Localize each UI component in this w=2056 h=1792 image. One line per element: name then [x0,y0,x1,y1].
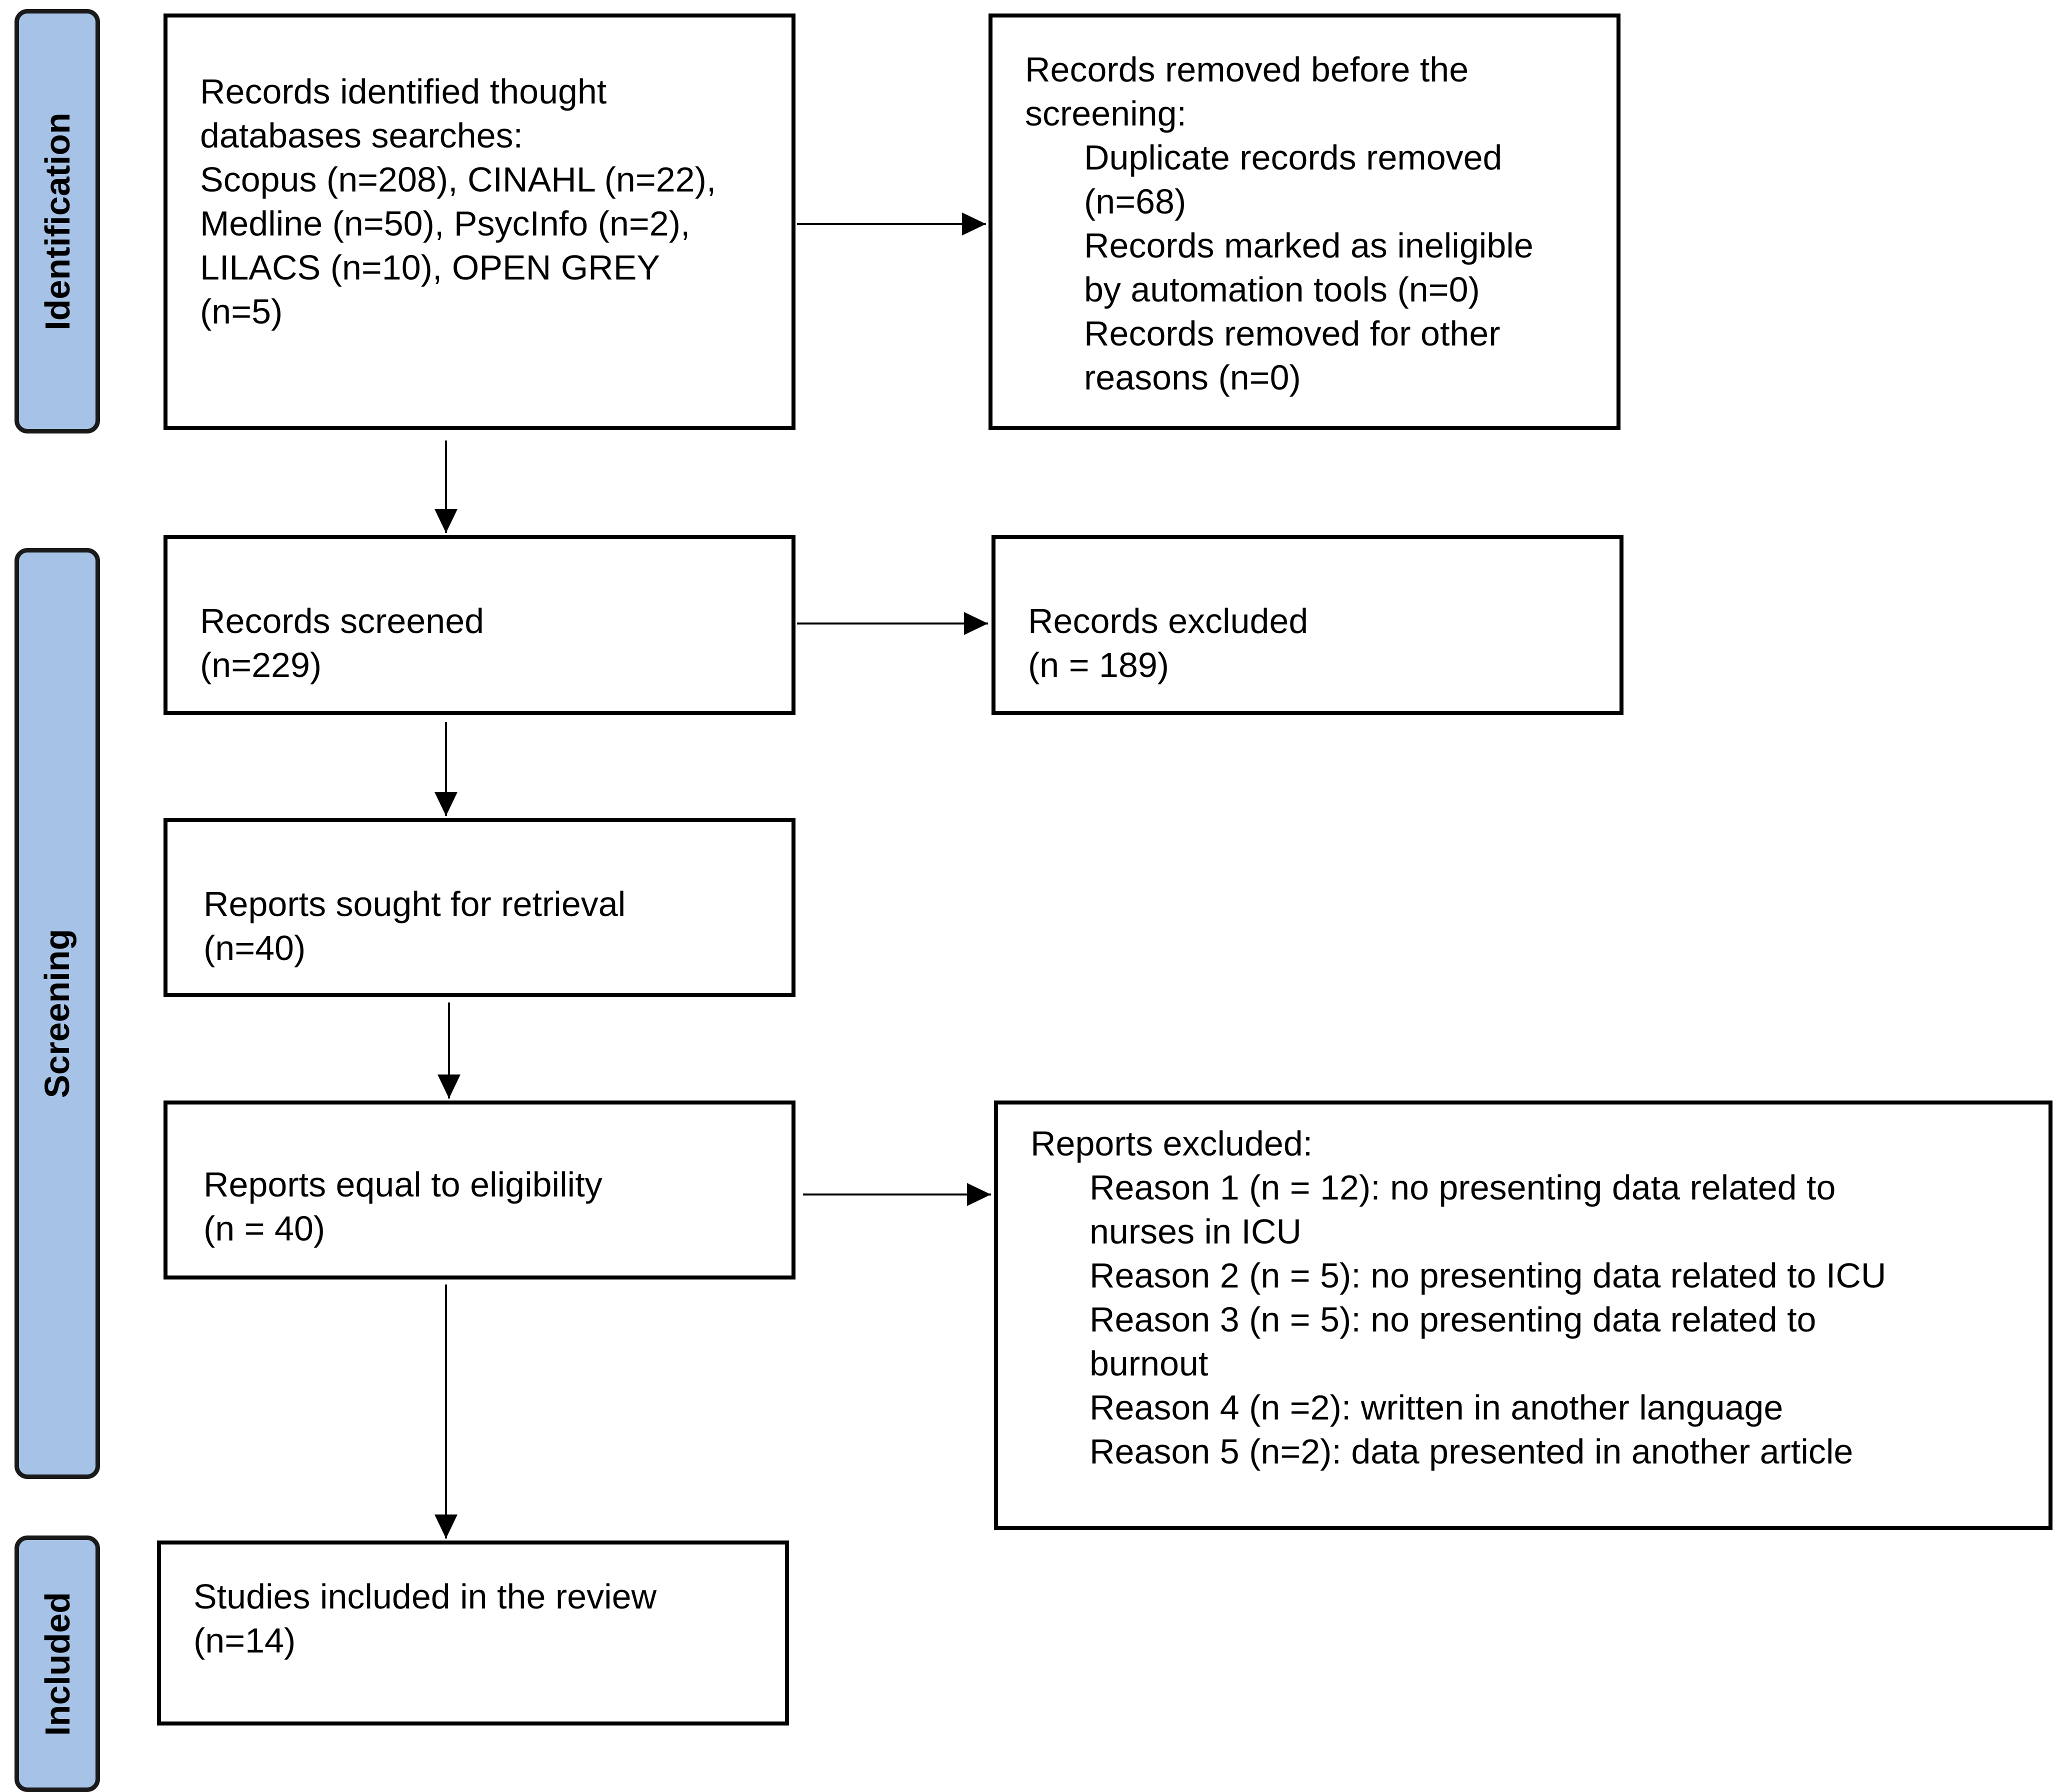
records-identified-text: Records identified thought databases sea… [200,70,716,334]
records-screened-text: Records screened (n=229) [200,599,484,687]
text-line: Reason 5 (n=2): data presented in anothe… [1090,1432,1854,1471]
records-removed-text: Records removed before the screening: Du… [1025,48,1534,400]
box-records-excluded: Records excluded (n = 189) [992,535,1624,715]
text-line: Scopus (n=208), CINAHL (n=22), [200,160,716,199]
text-line: (n = 189) [1028,646,1170,684]
reports-excluded-text: Reports excluded: Reason 1 (n = 12): no … [1030,1122,1886,1474]
text-line: Reason 1 (n = 12): no presenting data re… [1090,1168,1836,1207]
box-reports-eligibility: Reports equal to eligibility (n = 40) [164,1100,796,1280]
text-line: Reason 4 (n =2): written in another lang… [1090,1388,1784,1427]
text-line: (n=14) [194,1621,296,1660]
text-line: (n=229) [200,646,322,684]
text-line: LILACS (n=10), OPEN GREY [200,248,660,287]
text-line: (n=68) [1084,182,1186,221]
text-line: (n = 40) [204,1209,326,1248]
box-records-screened: Records screened (n=229) [164,535,796,715]
text-line: Reason 2 (n = 5): no presenting data rel… [1090,1256,1886,1295]
phase-identification: Identification [14,9,100,434]
text-line: Records removed for other [1084,314,1500,353]
text-line: (n=40) [204,928,306,968]
text-line: Records excluded [1028,602,1308,640]
text-line: screening: [1025,94,1186,133]
text-line: Reason 3 (n = 5): no presenting data rel… [1090,1300,1816,1339]
studies-included-text: Studies included in the review (n=14) [194,1574,656,1662]
phase-screening: Screening [14,548,100,1479]
text-line: (n=5) [200,292,283,331]
text-line: burnout [1090,1344,1208,1383]
box-reports-excluded: Reports excluded: Reason 1 (n = 12): no … [994,1100,2052,1530]
text-line: Reports excluded: [1030,1124,1313,1163]
text-line: Reports equal to eligibility [204,1165,602,1204]
text-line: Records screened [200,602,484,640]
reports-sought-text: Reports sought for retrieval (n=40) [204,882,626,970]
box-studies-included: Studies included in the review (n=14) [157,1540,789,1726]
text-line: Records identified thought [200,72,607,111]
box-records-identified: Records identified thought databases sea… [164,14,796,430]
records-excluded-text: Records excluded (n = 189) [1028,599,1308,687]
text-line: databases searches: [200,116,523,155]
text-line: by automation tools (n=0) [1084,270,1480,309]
text-line: Reports sought for retrieval [204,884,626,924]
box-reports-sought: Reports sought for retrieval (n=40) [164,818,796,997]
text-line: nurses in ICU [1090,1212,1302,1251]
box-records-removed-before-screening: Records removed before the screening: Du… [988,14,1620,430]
phase-included: Included [14,1536,100,1792]
text-line: Records marked as ineligible [1084,226,1534,265]
reports-eligibility-text: Reports equal to eligibility (n = 40) [204,1162,602,1250]
text-line: Duplicate records removed [1084,138,1502,177]
text-line: Records removed before the [1025,50,1469,89]
text-line: Studies included in the review [194,1577,657,1616]
text-line: reasons (n=0) [1084,358,1301,397]
text-line: Medline (n=50), PsycInfo (n=2), [200,204,690,243]
